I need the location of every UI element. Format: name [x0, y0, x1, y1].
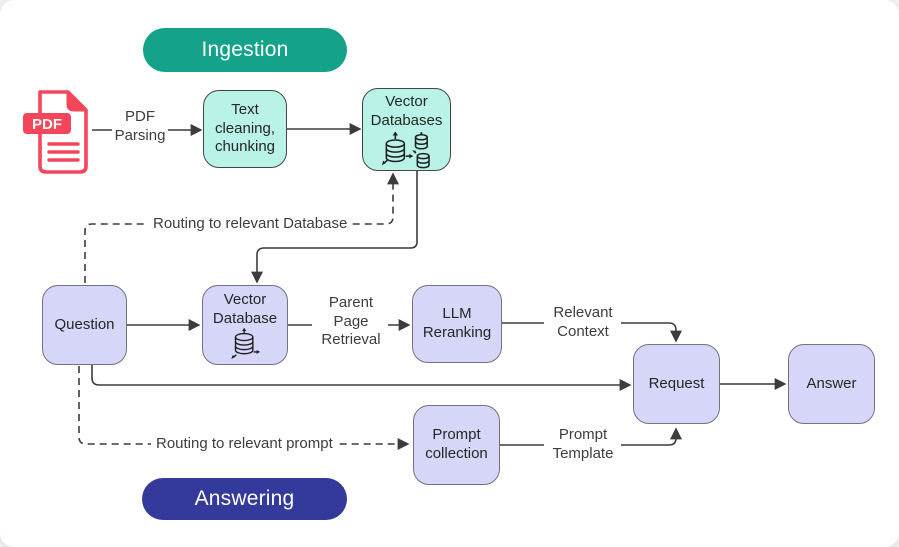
edge-label-parent-page-retrieval: Parent Page Retrieval	[321, 294, 381, 349]
node-question: Question	[42, 285, 127, 365]
database-cluster-icon	[381, 130, 430, 168]
node-vector-databases-label: Vector Databases	[370, 93, 443, 129]
ingestion-badge: Ingestion	[143, 28, 347, 72]
node-vector-database-label: Vector Database	[212, 290, 278, 327]
edge-question-to-request	[91, 365, 632, 391]
node-request-label: Request	[648, 374, 705, 392]
edge-label-relevant-context: Relevant Context	[553, 304, 613, 340]
node-prompt-collection-label: Prompt collection	[425, 426, 488, 462]
edge-label-prompt-template: Prompt Template	[552, 426, 614, 462]
node-prompt-collection: Prompt collection	[413, 405, 500, 485]
ingestion-badge-label: Ingestion	[201, 38, 289, 61]
node-llm-reranking-label: LLM Reranking	[422, 305, 492, 341]
edge-label-routing-prompt: Routing to relevant prompt	[151, 435, 338, 454]
node-text-cleaning-label: Text cleaning, chunking	[214, 100, 276, 156]
answering-badge: Answering	[142, 478, 347, 520]
pdf-icon-label: PDF	[32, 116, 62, 133]
answering-badge-label: Answering	[194, 487, 295, 510]
database-icon	[231, 328, 261, 360]
node-llm-reranking: LLM Reranking	[412, 285, 502, 363]
node-vector-database: Vector Database	[202, 285, 288, 365]
edge-context-to-request	[621, 322, 682, 343]
node-request: Request	[633, 344, 720, 424]
node-vector-databases: Vector Databases	[362, 88, 451, 171]
node-text-cleaning: Text cleaning, chunking	[203, 90, 287, 168]
edge-label-pdf-parsing: PDF Parsing	[114, 108, 166, 144]
node-answer: Answer	[788, 344, 875, 424]
edge-label-routing-database: Routing to relevant Database	[148, 215, 353, 234]
node-question-label: Question	[54, 315, 115, 333]
node-answer-label: Answer	[806, 374, 857, 392]
pdf-file-icon: PDF	[23, 90, 88, 174]
edge-template-to-request	[621, 427, 682, 446]
edge-routing-prompt-dashed	[78, 366, 410, 450]
